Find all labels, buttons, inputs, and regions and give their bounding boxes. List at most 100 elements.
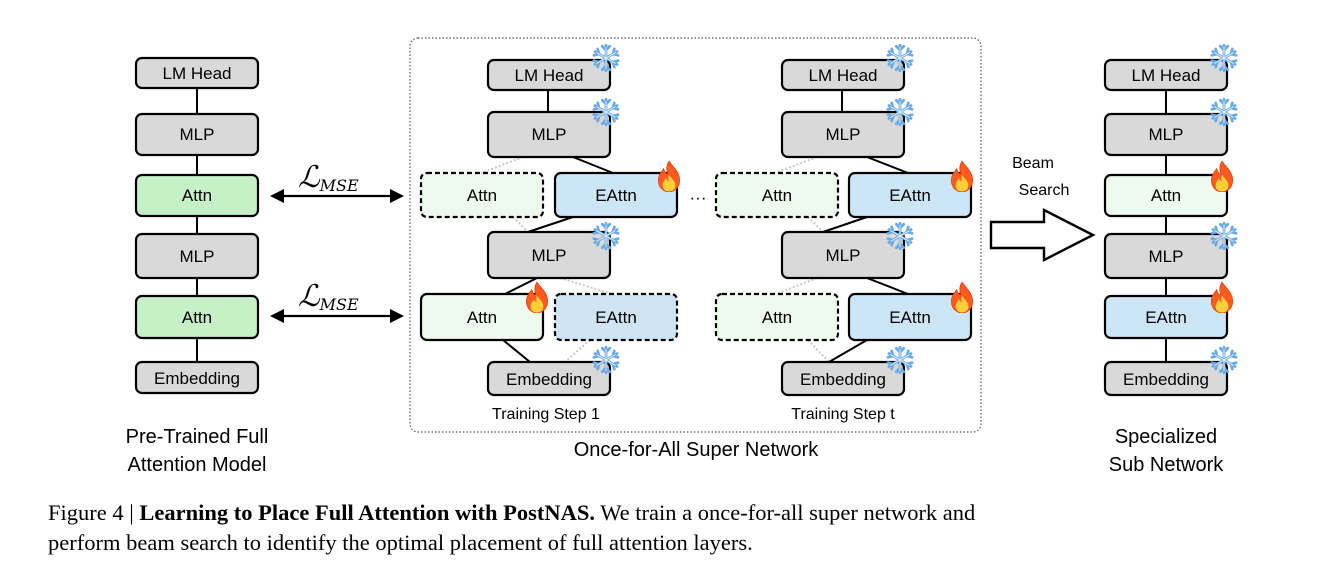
snowflake-icon — [592, 345, 620, 375]
step1-embedding-label: Embedding — [506, 370, 592, 389]
fire-icon — [525, 281, 549, 313]
stept-attn-block-bottom-inactive: Attn — [714, 292, 840, 342]
step1-eattn-label-top: EAttn — [595, 186, 637, 205]
step1-attn-block-bottom-active: Attn — [419, 292, 545, 342]
left-attn-label-bottom: Attn — [182, 308, 212, 327]
step1-label: Training Step 1 — [492, 406, 600, 423]
loss-symbol-top: ℒ — [298, 160, 321, 195]
right-embedding-label: Embedding — [1123, 370, 1209, 389]
fire-icon — [657, 160, 681, 192]
loss-subscript-top: MSE — [319, 176, 359, 195]
left-lm-head-block: LM Head — [134, 56, 260, 90]
beam-search-arrow — [989, 208, 1096, 262]
steps-ellipsis: ··· — [690, 188, 707, 207]
stept-mlp-label-top: MLP — [826, 125, 861, 144]
figure-caption-line1: Figure 4 | Learning to Place Full Attent… — [48, 498, 1310, 528]
fire-icon — [1210, 160, 1234, 192]
left-mlp-label-top: MLP — [180, 125, 215, 144]
left-lm-head-label: LM Head — [163, 64, 232, 83]
left-mlp-block-top: MLP — [134, 112, 260, 157]
stept-eattn-block-bottom-active: EAttn — [847, 292, 973, 342]
stept-label: Training Step t — [791, 406, 895, 423]
fire-icon — [1210, 281, 1234, 313]
right-lm-head-label: LM Head — [1132, 66, 1201, 85]
step1-lm-head-block: LM Head — [486, 58, 612, 92]
right-mlp-label-bottom: MLP — [1149, 247, 1184, 266]
step1-eattn-block-top-active: EAttn — [553, 171, 679, 219]
step1-attn-label-top: Attn — [467, 186, 497, 205]
left-embedding-label: Embedding — [154, 369, 240, 388]
super-network: LM Head MLP Attn EAttn MLP Attn — [409, 37, 982, 461]
right-mlp-label-top: MLP — [1149, 125, 1184, 144]
training-step-1: LM Head MLP Attn EAttn MLP Attn — [419, 58, 679, 423]
stept-lm-head-block: LM Head — [780, 58, 906, 92]
left-model: LM Head MLP Attn MLP Attn Embedding Pre-… — [126, 56, 269, 476]
step1-mlp-block-top: MLP — [486, 110, 612, 159]
step1-attn-label-bottom: Attn — [467, 308, 497, 327]
loss-subscript-bottom: MSE — [319, 295, 359, 314]
stept-lm-head-label: LM Head — [809, 66, 878, 85]
left-mlp-label-bottom: MLP — [180, 247, 215, 266]
super-network-caption: Once-for-All Super Network — [574, 439, 820, 461]
right-mlp-block-top: MLP — [1103, 112, 1229, 157]
right-mlp-block-bottom: MLP — [1103, 232, 1229, 280]
figure-caption-title: Learning to Place Full Attention with Po… — [139, 500, 595, 525]
left-attn-label-top: Attn — [182, 186, 212, 205]
right-lm-head-block: LM Head — [1103, 58, 1229, 92]
double-arrow-top — [270, 189, 404, 203]
step1-attn-block-top-inactive: Attn — [419, 171, 545, 219]
step1-embedding-block: Embedding — [486, 360, 612, 397]
stept-eattn-label-top: EAttn — [889, 186, 931, 205]
double-arrow-bottom — [270, 309, 404, 323]
snowflake-icon — [1210, 97, 1238, 127]
right-model: LM Head MLP Attn MLP EAttn Embedding Spe… — [1103, 58, 1229, 476]
svg-text:ℒMSE: ℒMSE — [298, 279, 359, 314]
right-attn-block: Attn — [1103, 173, 1229, 218]
right-caption-line1: Specialized — [1115, 426, 1217, 448]
snowflake-icon — [592, 43, 620, 73]
stept-eattn-block-top-active: EAttn — [847, 171, 973, 219]
training-step-t: LM Head MLP Attn EAttn MLP Attn — [714, 58, 973, 423]
stept-mlp-label-bottom: MLP — [826, 246, 861, 265]
figure-caption-body1: We train a once-for-all super network an… — [595, 500, 976, 525]
stept-embedding-block: Embedding — [780, 360, 906, 397]
step1-mlp-label-top: MLP — [532, 125, 567, 144]
fire-icon — [950, 281, 974, 313]
left-caption-line2: Attention Model — [128, 454, 267, 476]
step1-mlp-block-bottom: MLP — [486, 230, 612, 280]
right-caption-line2: Sub Network — [1109, 454, 1224, 476]
postnas-diagram: LM Head MLP Attn MLP Attn Embedding Pre-… — [126, 37, 1238, 476]
step1-mlp-label-bottom: MLP — [532, 246, 567, 265]
mse-loss-top: ℒMSE — [270, 160, 404, 203]
fire-icon — [950, 160, 974, 192]
super-network-frame — [409, 37, 982, 433]
stept-mlp-block-top: MLP — [780, 110, 906, 159]
stept-mlp-block-bottom: MLP — [780, 230, 906, 280]
left-attn-block-top: Attn — [134, 173, 260, 218]
snowflake-icon — [1210, 345, 1238, 375]
figure-caption-line2: perform beam search to identify the opti… — [48, 530, 753, 555]
left-attn-block-bottom: Attn — [134, 294, 260, 340]
left-caption-line1: Pre-Trained Full — [126, 426, 269, 448]
beam-search-line2: Search — [1019, 182, 1070, 199]
svg-text:ℒMSE: ℒMSE — [298, 160, 359, 195]
stept-attn-label-bottom: Attn — [762, 308, 792, 327]
right-attn-label: Attn — [1151, 186, 1181, 205]
stept-attn-label-top: Attn — [762, 186, 792, 205]
figure-caption: Figure 4 | Learning to Place Full Attent… — [48, 498, 1310, 558]
step1-eattn-label-bottom: EAttn — [595, 308, 637, 327]
left-embedding-block: Embedding — [134, 360, 260, 395]
stept-embedding-label: Embedding — [800, 370, 886, 389]
right-eattn-label: EAttn — [1145, 308, 1187, 327]
snowflake-icon — [886, 345, 914, 375]
figure-caption-prefix: Figure 4 | — [48, 500, 140, 525]
right-eattn-block: EAttn — [1103, 294, 1229, 340]
mse-loss-bottom: ℒMSE — [270, 279, 404, 323]
snowflake-icon — [1210, 43, 1238, 73]
loss-symbol-bottom: ℒ — [298, 279, 321, 314]
stept-eattn-label-bottom: EAttn — [889, 308, 931, 327]
beam-search-line1: Beam — [1012, 155, 1054, 172]
stept-attn-block-top-inactive: Attn — [714, 171, 840, 219]
step1-eattn-block-bottom-inactive: EAttn — [553, 292, 679, 342]
step1-lm-head-label: LM Head — [515, 66, 584, 85]
